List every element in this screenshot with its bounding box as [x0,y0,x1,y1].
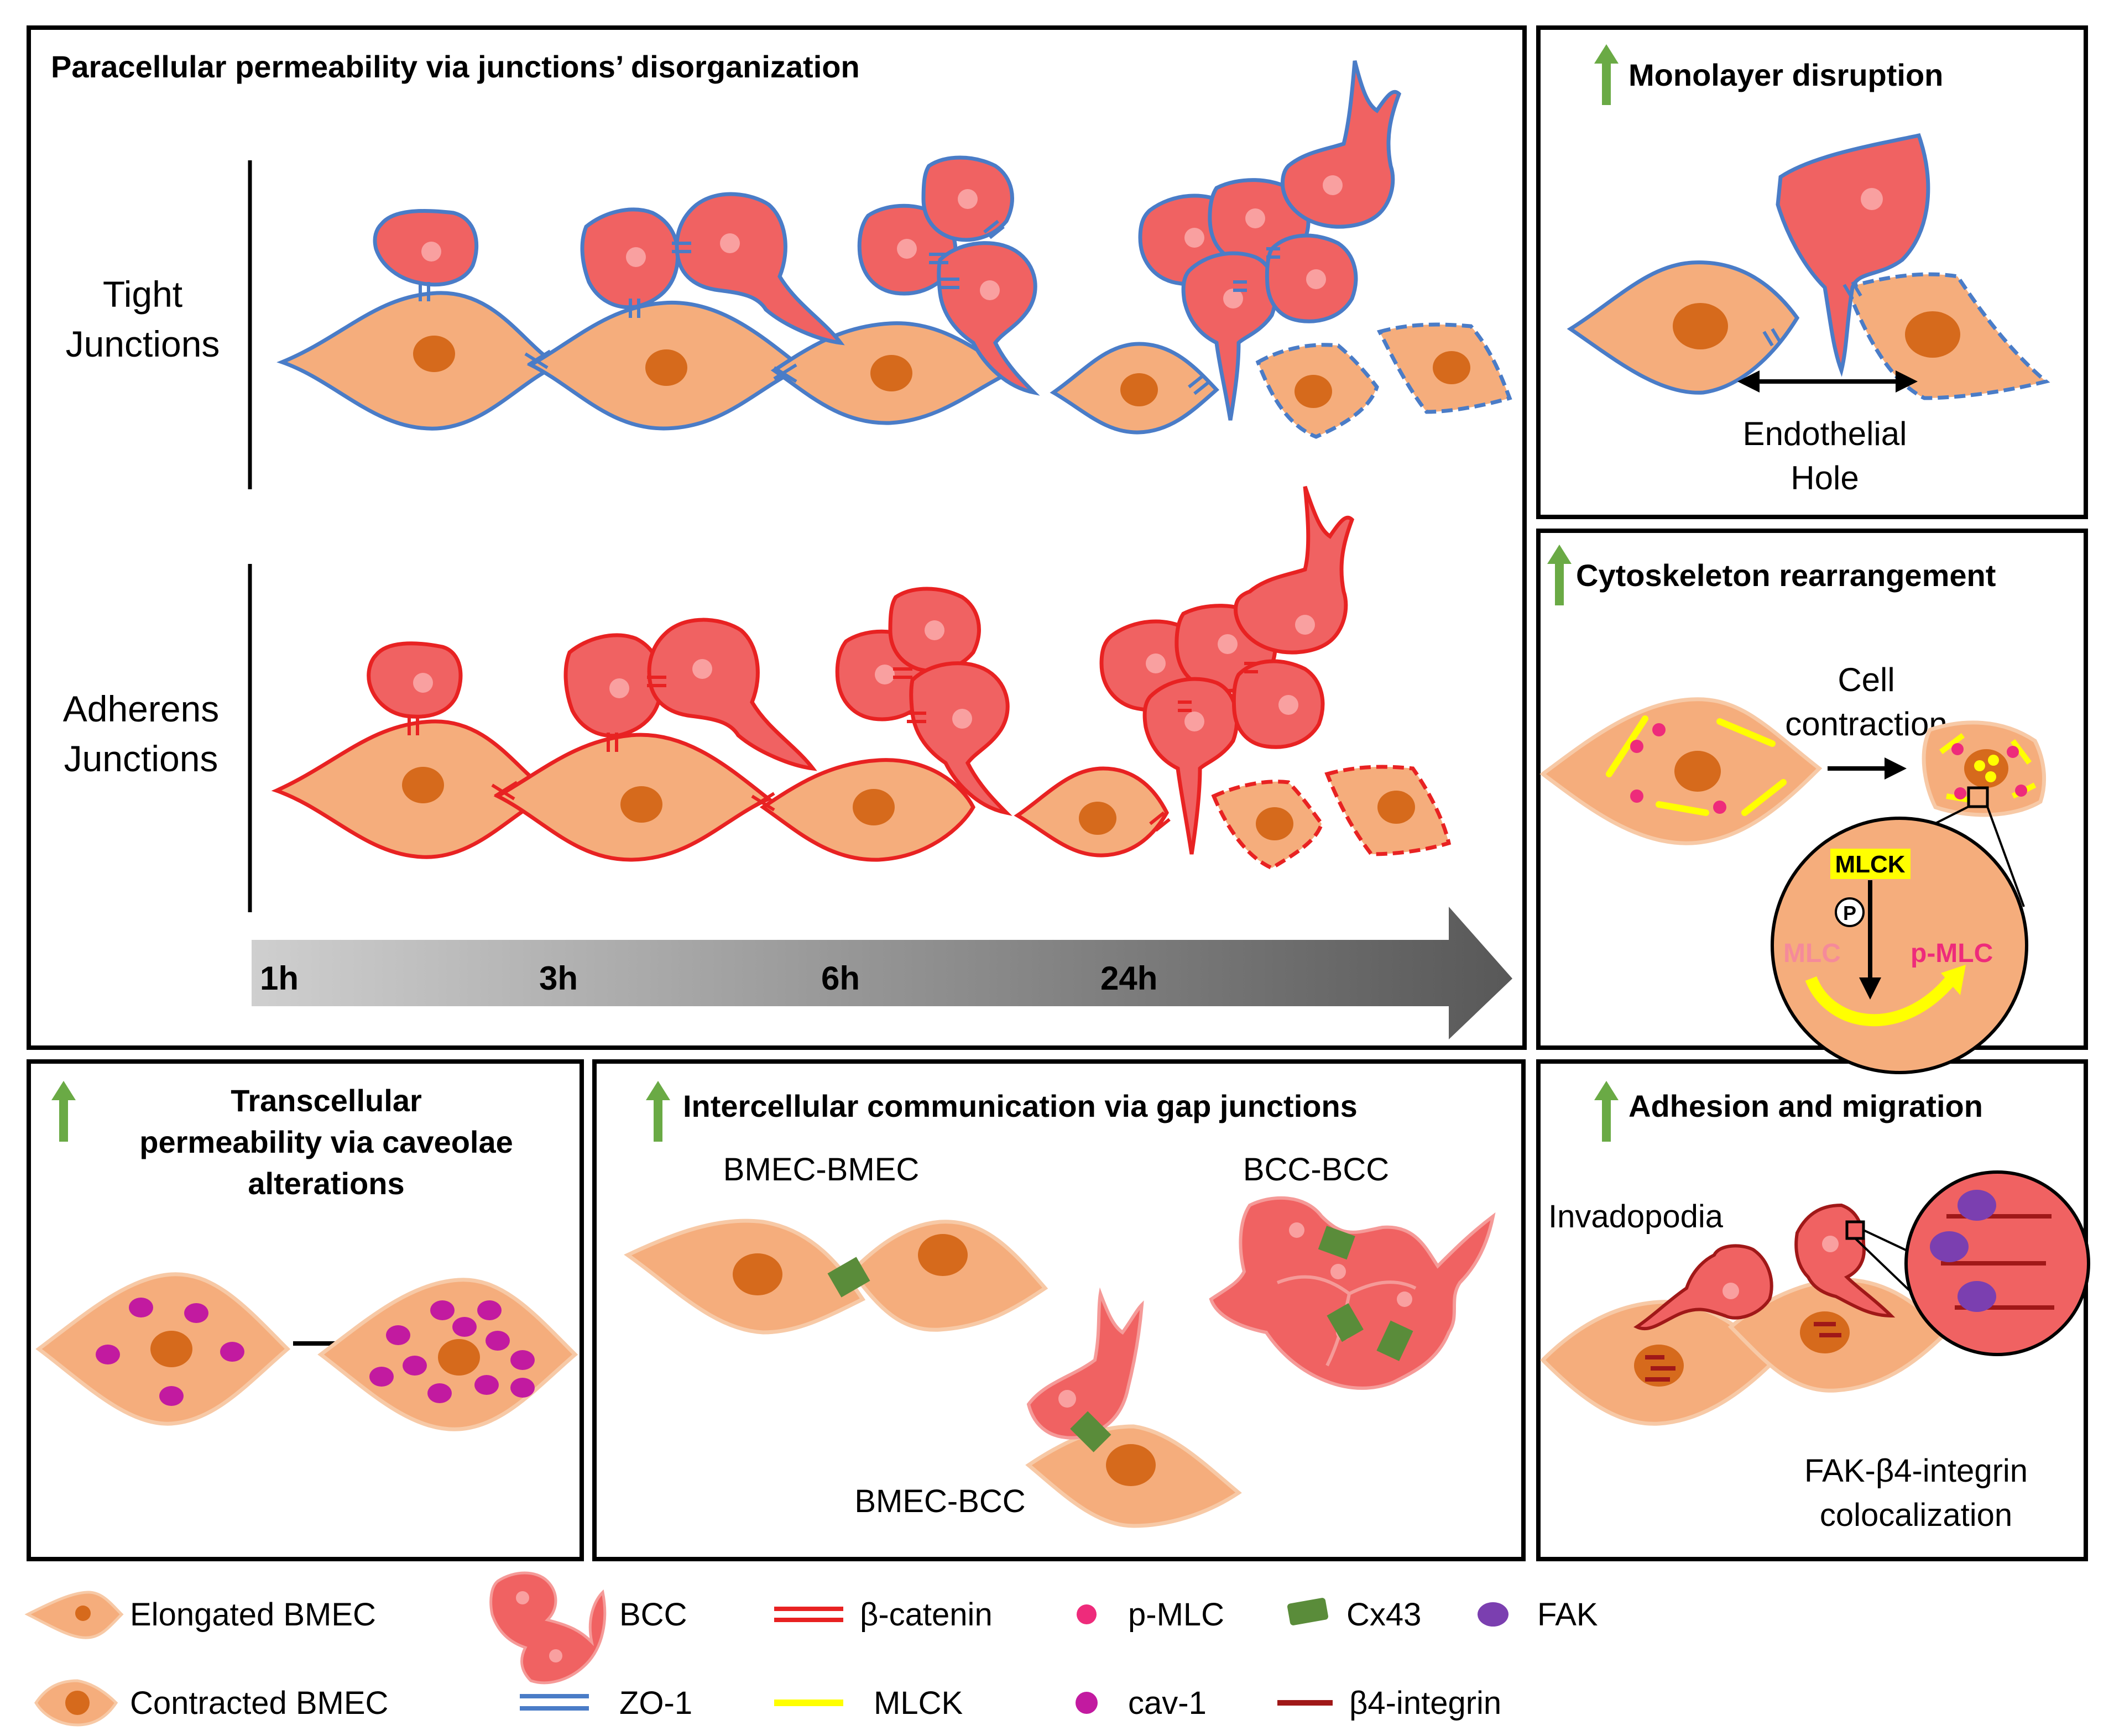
up-arrow-icon [1594,44,1619,105]
legend-cav1: cav-1 [1128,1685,1207,1721]
label-bmec-bmec: BMEC-BMEC [723,1152,919,1188]
up-arrow-icon [1547,545,1572,605]
legend-b4integrin: β4-integrin [1349,1685,1501,1721]
panel-title-adhesion: Adhesion and migration [1628,1089,1983,1123]
legend-elongated: Elongated BMEC [130,1597,376,1633]
arrow-label-contraction: contraction [1785,705,1948,742]
hole-label-2: Hole [1791,459,1859,496]
legend-mlck: MLCK [874,1685,963,1721]
tight-bcc-nuclei [421,175,1343,308]
legend-fak: FAK [1537,1597,1598,1633]
panel-monolayer: Monolayer disruption Endothelial Hole [1567,44,2050,496]
adherens-bmec-nuclei [402,767,1415,840]
label-coloc-2: colocalization [1820,1497,2012,1533]
row-label-tight-2: Junctions [66,323,220,364]
row-label-tight-1: Tight [103,274,182,315]
row-label-adherens-2: Junctions [64,738,218,779]
time-3h: 3h [539,960,578,997]
legend-pmlc: p-MLC [1128,1597,1224,1633]
time-24h: 24h [1100,960,1157,997]
panel-paracellular: Paracellular permeability via junctions’… [51,49,1512,1039]
legend-bcatenin: β-catenin [860,1597,993,1633]
up-arrow-icon [646,1081,670,1142]
label-invadopodia: Invadopodia [1548,1199,1724,1235]
time-6h: 6h [821,960,860,997]
time-1h: 1h [260,960,299,997]
panel-title-transcellular-3: alterations [248,1166,404,1201]
adherens-bcc-nuclei [413,615,1315,731]
row-label-adherens-1: Adherens [63,688,220,729]
panel-frames [27,25,2088,1561]
panel-cytoskeleton: Cytoskeleton rearrangement Cell contract… [1539,545,2046,1074]
panel-title-transcellular-1: Transcellular [231,1083,422,1118]
label-bcc-bcc: BCC-BCC [1243,1152,1389,1188]
tight-bmec-nuclei [413,336,1470,408]
mlc-label: MLC [1783,939,1841,968]
legend-bcc: BCC [619,1597,687,1633]
panel-adhesion: Adhesion and migration Invadopodia [1540,1081,2090,1533]
hole-label-1: Endothelial [1743,415,1907,452]
mlck-label: MLCK [1835,851,1905,878]
up-arrow-icon [1594,1081,1619,1142]
timeline-arrow [252,907,1512,1039]
label-coloc-1: FAK-β4-integrin [1804,1453,2028,1489]
arrow-label-cell: Cell [1838,661,1894,698]
legend-cx43: Cx43 [1346,1597,1421,1633]
panel-transcellular: Transcellular permeability via caveolae … [35,1081,578,1431]
label-bmec-bcc: BMEC-BCC [854,1483,1025,1519]
phospho-p-label: P [1843,902,1856,924]
legend-contracted: Contracted BMEC [130,1685,388,1721]
pmlc-label: p-MLC [1911,939,1993,968]
panel-title-intercellular: Intercellular communication via gap junc… [683,1089,1358,1123]
up-arrow-icon [51,1081,76,1142]
tight-zo1-marks [419,219,1280,395]
legend-zo1: ZO-1 [619,1685,692,1721]
panel-title-monolayer: Monolayer disruption [1628,57,1943,92]
adherens-bmec-row [271,719,1452,870]
panel-title-paracellular: Paracellular permeability via junctions’… [51,49,860,84]
panel-title-transcellular-2: permeability via caveolae [139,1125,513,1159]
legend: Elongated BMEC Contracted BMEC BCC β-cat… [24,1571,1598,1727]
adherens-bcatenin-marks [408,662,1258,832]
panel-title-cytoskeleton: Cytoskeleton rearrangement [1576,558,1996,593]
panel-intercellular: Intercellular communication via gap junc… [624,1081,1496,1528]
